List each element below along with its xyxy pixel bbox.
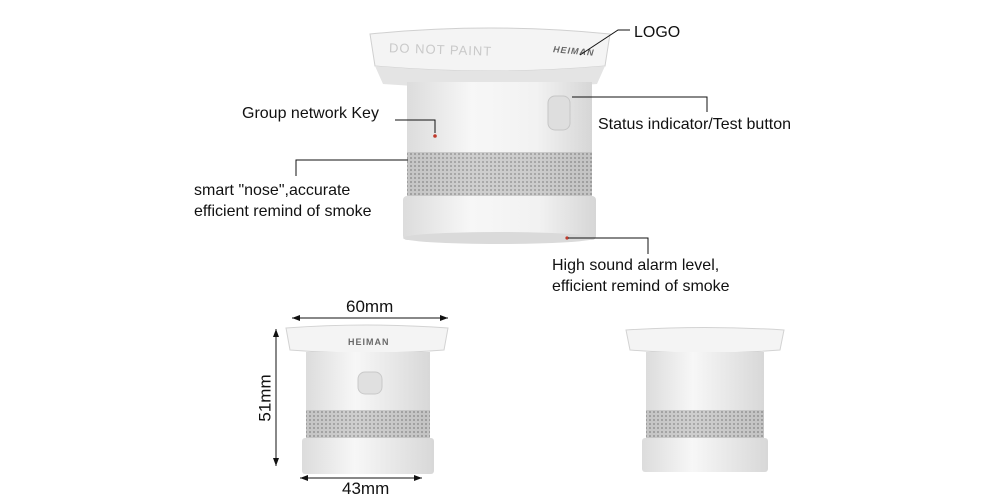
main-smoke-detector: DO NOT PAINT HEIMAN xyxy=(365,24,615,249)
width-top-dimension: 60mm xyxy=(346,297,394,316)
width-bottom-dimension: 43mm xyxy=(342,479,390,498)
height-dimension: 51mm xyxy=(255,374,275,422)
rear-detector-drawing xyxy=(625,327,785,472)
logo-label: LOGO xyxy=(634,24,681,41)
smart-nose-label: smart "nose",accurate efficient remind o… xyxy=(194,182,372,220)
front-brand-logo: HEIMAN xyxy=(348,337,390,347)
group-network-key-label: Group network Key xyxy=(242,105,379,122)
rear-view-detector xyxy=(624,326,786,474)
front-view-detector: HEIMAN xyxy=(284,322,450,477)
front-detector-drawing xyxy=(285,324,449,474)
status-indicator-label: Status indicator/Test button xyxy=(598,116,791,133)
main-detector-drawing xyxy=(369,27,611,244)
alarm-level-label: High sound alarm level, efficient remind… xyxy=(552,257,730,295)
